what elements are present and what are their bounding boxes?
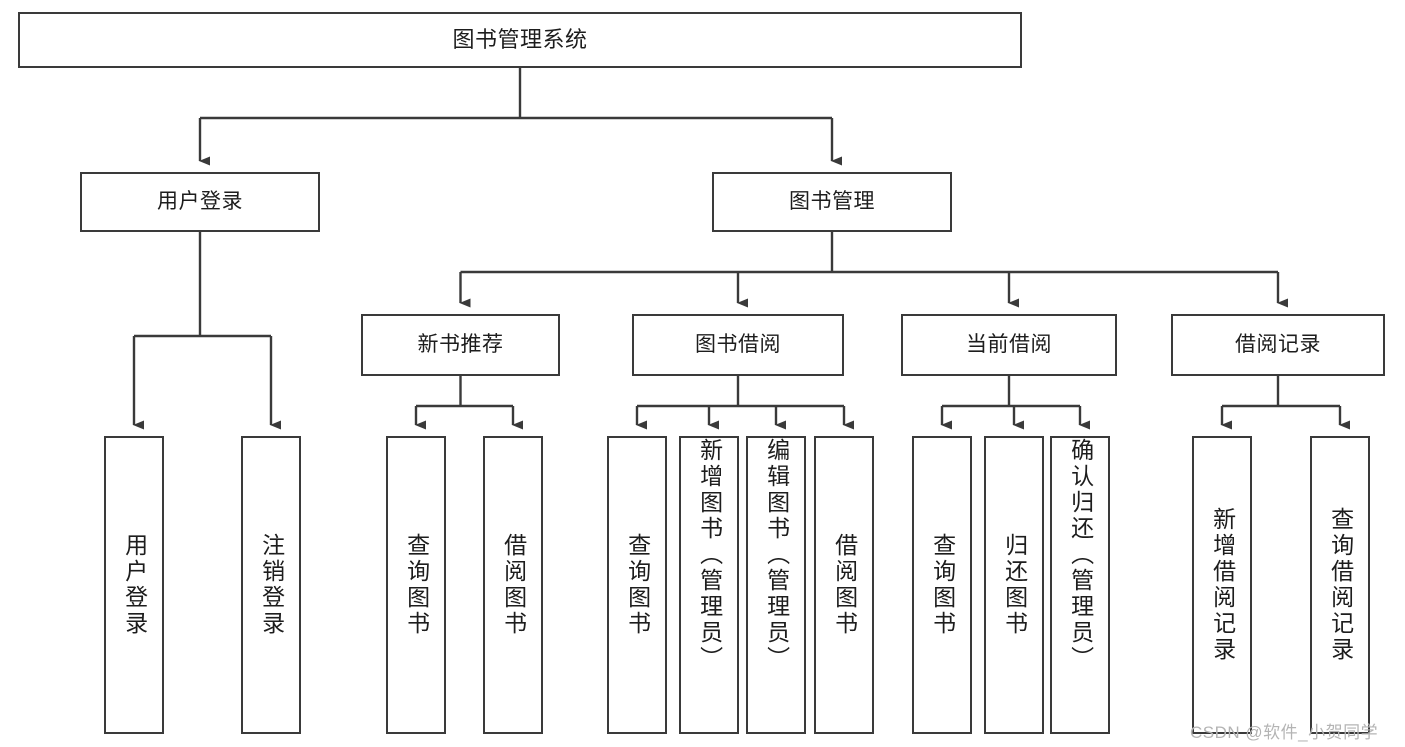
node-current-borrow-label: 当前借阅 (966, 332, 1052, 356)
node-leaf-return-book[interactable]: 归还图书 (984, 436, 1044, 734)
node-leaf-query-book-2[interactable]: 查询图书 (607, 436, 667, 734)
node-leaf-query-record[interactable]: 查询借阅记录 (1310, 436, 1370, 734)
node-leaf-edit-book-label: 编辑图书（管理员） (763, 438, 790, 672)
node-borrow-record[interactable]: 借阅记录 (1171, 314, 1385, 376)
node-leaf-query-book-3[interactable]: 查询图书 (912, 436, 972, 734)
node-leaf-borrow-book-2[interactable]: 借阅图书 (814, 436, 874, 734)
node-leaf-borrow-book-1[interactable]: 借阅图书 (483, 436, 543, 734)
node-leaf-query-book-1-label: 查询图书 (403, 533, 430, 637)
node-leaf-add-book[interactable]: 新增图书（管理员） (679, 436, 739, 734)
node-leaf-add-book-label: 新增图书（管理员） (696, 438, 723, 672)
node-book-manage-label: 图书管理 (789, 189, 875, 213)
node-book-borrow[interactable]: 图书借阅 (632, 314, 844, 376)
node-root-label: 图书管理系统 (452, 27, 588, 53)
node-leaf-query-book-1[interactable]: 查询图书 (386, 436, 446, 734)
node-leaf-user-login-label: 用户登录 (121, 533, 148, 637)
node-leaf-borrow-book-2-label: 借阅图书 (831, 533, 858, 637)
node-root[interactable]: 图书管理系统 (18, 12, 1022, 68)
node-current-borrow[interactable]: 当前借阅 (901, 314, 1117, 376)
node-leaf-user-login[interactable]: 用户登录 (104, 436, 164, 734)
node-new-book-rec[interactable]: 新书推荐 (361, 314, 560, 376)
node-leaf-confirm-return-label: 确认归还（管理员） (1067, 438, 1094, 672)
node-leaf-return-book-label: 归还图书 (1001, 533, 1028, 637)
node-book-borrow-label: 图书借阅 (695, 332, 781, 356)
node-leaf-logout[interactable]: 注销登录 (241, 436, 301, 734)
node-leaf-query-book-3-label: 查询图书 (929, 533, 956, 637)
node-leaf-add-record[interactable]: 新增借阅记录 (1192, 436, 1252, 734)
node-leaf-borrow-book-1-label: 借阅图书 (500, 533, 527, 637)
node-new-book-rec-label: 新书推荐 (417, 332, 504, 356)
node-leaf-query-record-label: 查询借阅记录 (1327, 507, 1354, 663)
node-leaf-add-record-label: 新增借阅记录 (1209, 507, 1236, 663)
node-book-manage[interactable]: 图书管理 (712, 172, 952, 232)
node-leaf-query-book-2-label: 查询图书 (624, 533, 651, 637)
csdn-watermark: CSDN @软件_小贺同学 (1190, 723, 1379, 742)
node-user-login-label: 用户登录 (157, 189, 243, 213)
node-leaf-confirm-return[interactable]: 确认归还（管理员） (1050, 436, 1110, 734)
node-leaf-edit-book[interactable]: 编辑图书（管理员） (746, 436, 806, 734)
node-leaf-logout-label: 注销登录 (258, 533, 285, 637)
node-borrow-record-label: 借阅记录 (1235, 332, 1321, 356)
node-user-login[interactable]: 用户登录 (80, 172, 320, 232)
